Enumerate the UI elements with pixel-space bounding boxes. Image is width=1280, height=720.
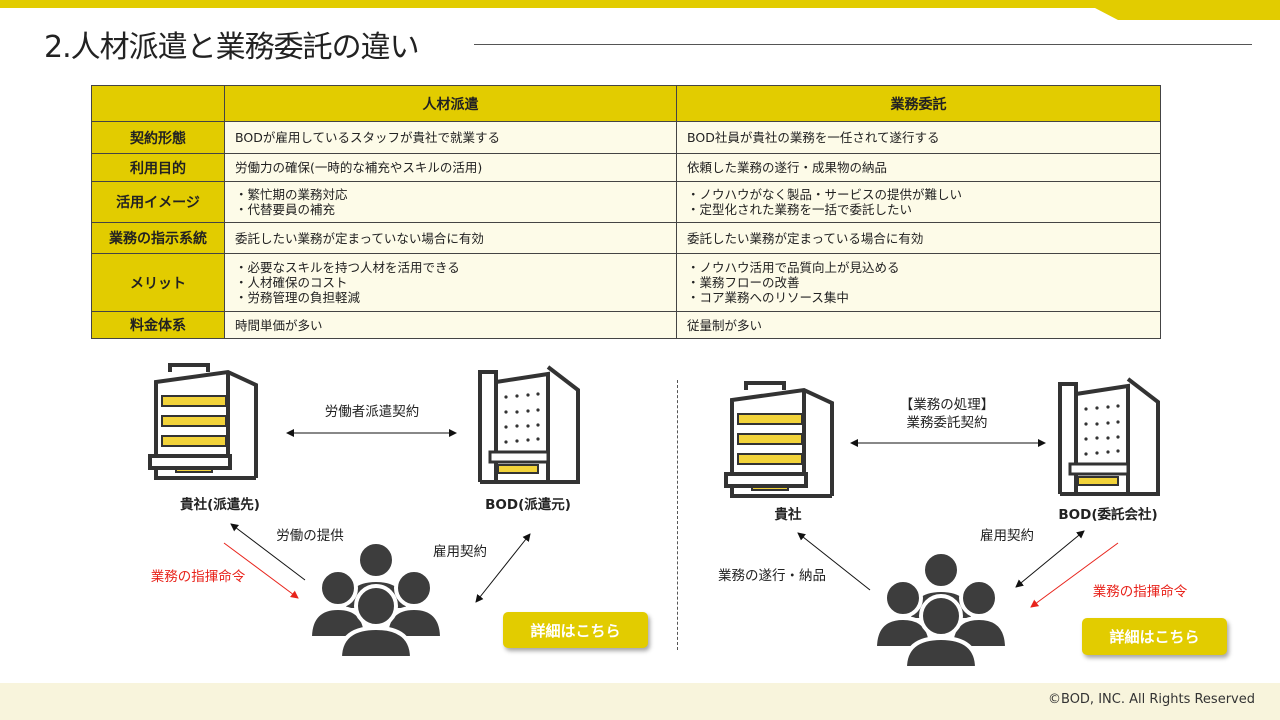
comparison-table: 人材派遣 業務委託 契約形態 BODが雇用しているスタッフが貴社で就業する BOD社… xyxy=(91,85,1161,339)
cell-line: BODが雇用しているスタッフが貴社で就業する xyxy=(235,130,500,145)
command-label: 業務の指揮命令 xyxy=(1092,584,1188,600)
cell-line: 従量制が多い xyxy=(687,317,763,333)
contract-label: 労働者派遣契約 xyxy=(324,404,420,420)
cell-line: BOD社員が貴社の業務を一任されて遂行する xyxy=(687,130,940,145)
command-label: 業務の指揮命令 xyxy=(150,569,246,585)
employment-label: 雇用契約 xyxy=(433,544,487,560)
delivery-arrow xyxy=(797,532,871,591)
itaku-cell: ・ノウハウがなく製品・サービスの提供が難しい・定型化された業務を一括で委託したい xyxy=(676,181,1161,223)
itaku-cell: ・ノウハウ活用で品質向上が見込める・業務フローの改善・コア業務へのリソース集中 xyxy=(676,253,1161,312)
row-header: 業務の指示系統 xyxy=(91,222,225,254)
table-row: 業務の指示系統委託したい業務が定まっていない場合に有効 委託したい業務が定まってい… xyxy=(91,222,1161,254)
cell-line: ・コア業務へのリソース集中 xyxy=(687,290,849,305)
table-row: 活用イメージ・繁忙期の業務対応・代替要員の補充・ノウハウがなく製品・サービスの提… xyxy=(91,181,1161,223)
haken-cell: ・必要なスキルを持つ人材を活用できる・人材確保のコスト・労務管理の負担軽減 xyxy=(224,253,677,312)
cell-line: 委託したい業務が定まっていない場合に有効 xyxy=(235,230,484,246)
labor-arrow xyxy=(230,523,306,581)
title-divider xyxy=(474,44,1252,45)
bod-building-icon xyxy=(478,365,580,484)
header-cell: 業務委託 xyxy=(676,85,1161,122)
cell-line: 依頼した業務の遂行・成果物の納品 xyxy=(687,160,888,175)
delivery-label: 業務の遂行・納品 xyxy=(718,568,826,584)
cell-line: ・ノウハウがなく製品・サービスの提供が難しい xyxy=(687,187,963,202)
itaku-cell: 従量制が多い xyxy=(676,311,1161,339)
header-cell xyxy=(91,85,225,122)
labor-label: 労働の提供 xyxy=(276,528,344,544)
header-cell: 人材派遣 xyxy=(224,85,677,122)
itaku-cell: 委託したい業務が定まっている場合に有効 xyxy=(676,222,1161,254)
cell-line: ・繁忙期の業務対応 xyxy=(235,187,348,202)
cell-line: ・代替要員の補充 xyxy=(235,202,336,217)
command-arrow xyxy=(1030,542,1119,608)
haken-details-button[interactable]: 詳細はこちら xyxy=(503,612,648,648)
cell-line: ・人材確保のコスト xyxy=(235,275,348,290)
employment-arrow xyxy=(1015,530,1085,588)
itaku-cell: 依頼した業務の遂行・成果物の納品 xyxy=(676,153,1161,182)
bod-label: BOD(委託会社) xyxy=(1058,507,1158,523)
employment-arrow xyxy=(475,533,531,603)
cell-line: 労働力の確保(一時的な補充やスキルの活用) xyxy=(235,160,483,175)
cell-line: ・労務管理の負担軽減 xyxy=(235,290,361,305)
itaku-cell: BOD社員が貴社の業務を一任されて遂行する xyxy=(676,121,1161,154)
copyright: ©BOD, INC. All Rights Reserved xyxy=(1048,692,1255,707)
table-row: メリット・必要なスキルを持つ人材を活用できる・人材確保のコスト・労務管理の負担軽… xyxy=(91,253,1161,312)
row-header: メリット xyxy=(91,253,225,312)
top-accent-bar xyxy=(0,0,1280,20)
haken-cell: 委託したい業務が定まっていない場合に有効 xyxy=(224,222,677,254)
haken-cell: 労働力の確保(一時的な補充やスキルの活用) xyxy=(224,153,677,182)
bod-label: BOD(派遣元) xyxy=(485,497,571,513)
bod-building-icon xyxy=(1058,377,1160,496)
itaku-details-button[interactable]: 詳細はこちら xyxy=(1082,618,1227,655)
haken-cell: ・繁忙期の業務対応・代替要員の補充 xyxy=(224,181,677,223)
cell-line: ・定型化された業務を一括で委託したい xyxy=(687,202,913,217)
employment-label: 雇用契約 xyxy=(980,528,1034,544)
haken-cell: 時間単価が多い xyxy=(224,311,677,339)
cell-line: ・ノウハウ活用で品質向上が見込める xyxy=(687,260,900,275)
command-arrow xyxy=(223,542,299,599)
contract-label-1: 【業務の処理】 xyxy=(899,397,995,413)
table-header-row: 人材派遣 業務委託 xyxy=(91,85,1161,122)
client-building-icon xyxy=(724,381,834,498)
section-divider xyxy=(677,380,678,650)
footer-bar xyxy=(0,683,1280,720)
cell-line: ・必要なスキルを持つ人材を活用できる xyxy=(235,260,460,275)
table-row: 契約形態 BODが雇用しているスタッフが貴社で就業する BOD社員が貴社の業務を一任… xyxy=(91,121,1161,154)
row-header: 活用イメージ xyxy=(91,181,225,223)
cell-line: ・業務フローの改善 xyxy=(687,275,800,290)
cell-line: 時間単価が多い xyxy=(235,317,323,333)
haken-cell: BODが雇用しているスタッフが貴社で就業する xyxy=(224,121,677,154)
staff-group-icon xyxy=(308,540,444,660)
row-header: 契約形態 xyxy=(91,121,225,154)
staff-group-icon xyxy=(873,550,1009,670)
table-row: 料金体系時間単価が多い従量制が多い xyxy=(91,311,1161,339)
client-label: 貴社 xyxy=(774,507,802,523)
page-title: 2.人材派遣と業務委託の違い xyxy=(44,30,420,65)
client-label: 貴社(派遣先) xyxy=(180,497,260,513)
client-building-icon xyxy=(148,363,258,480)
contract-label-2: 業務委託契約 xyxy=(906,415,988,431)
cell-line: 委託したい業務が定まっている場合に有効 xyxy=(687,230,924,246)
